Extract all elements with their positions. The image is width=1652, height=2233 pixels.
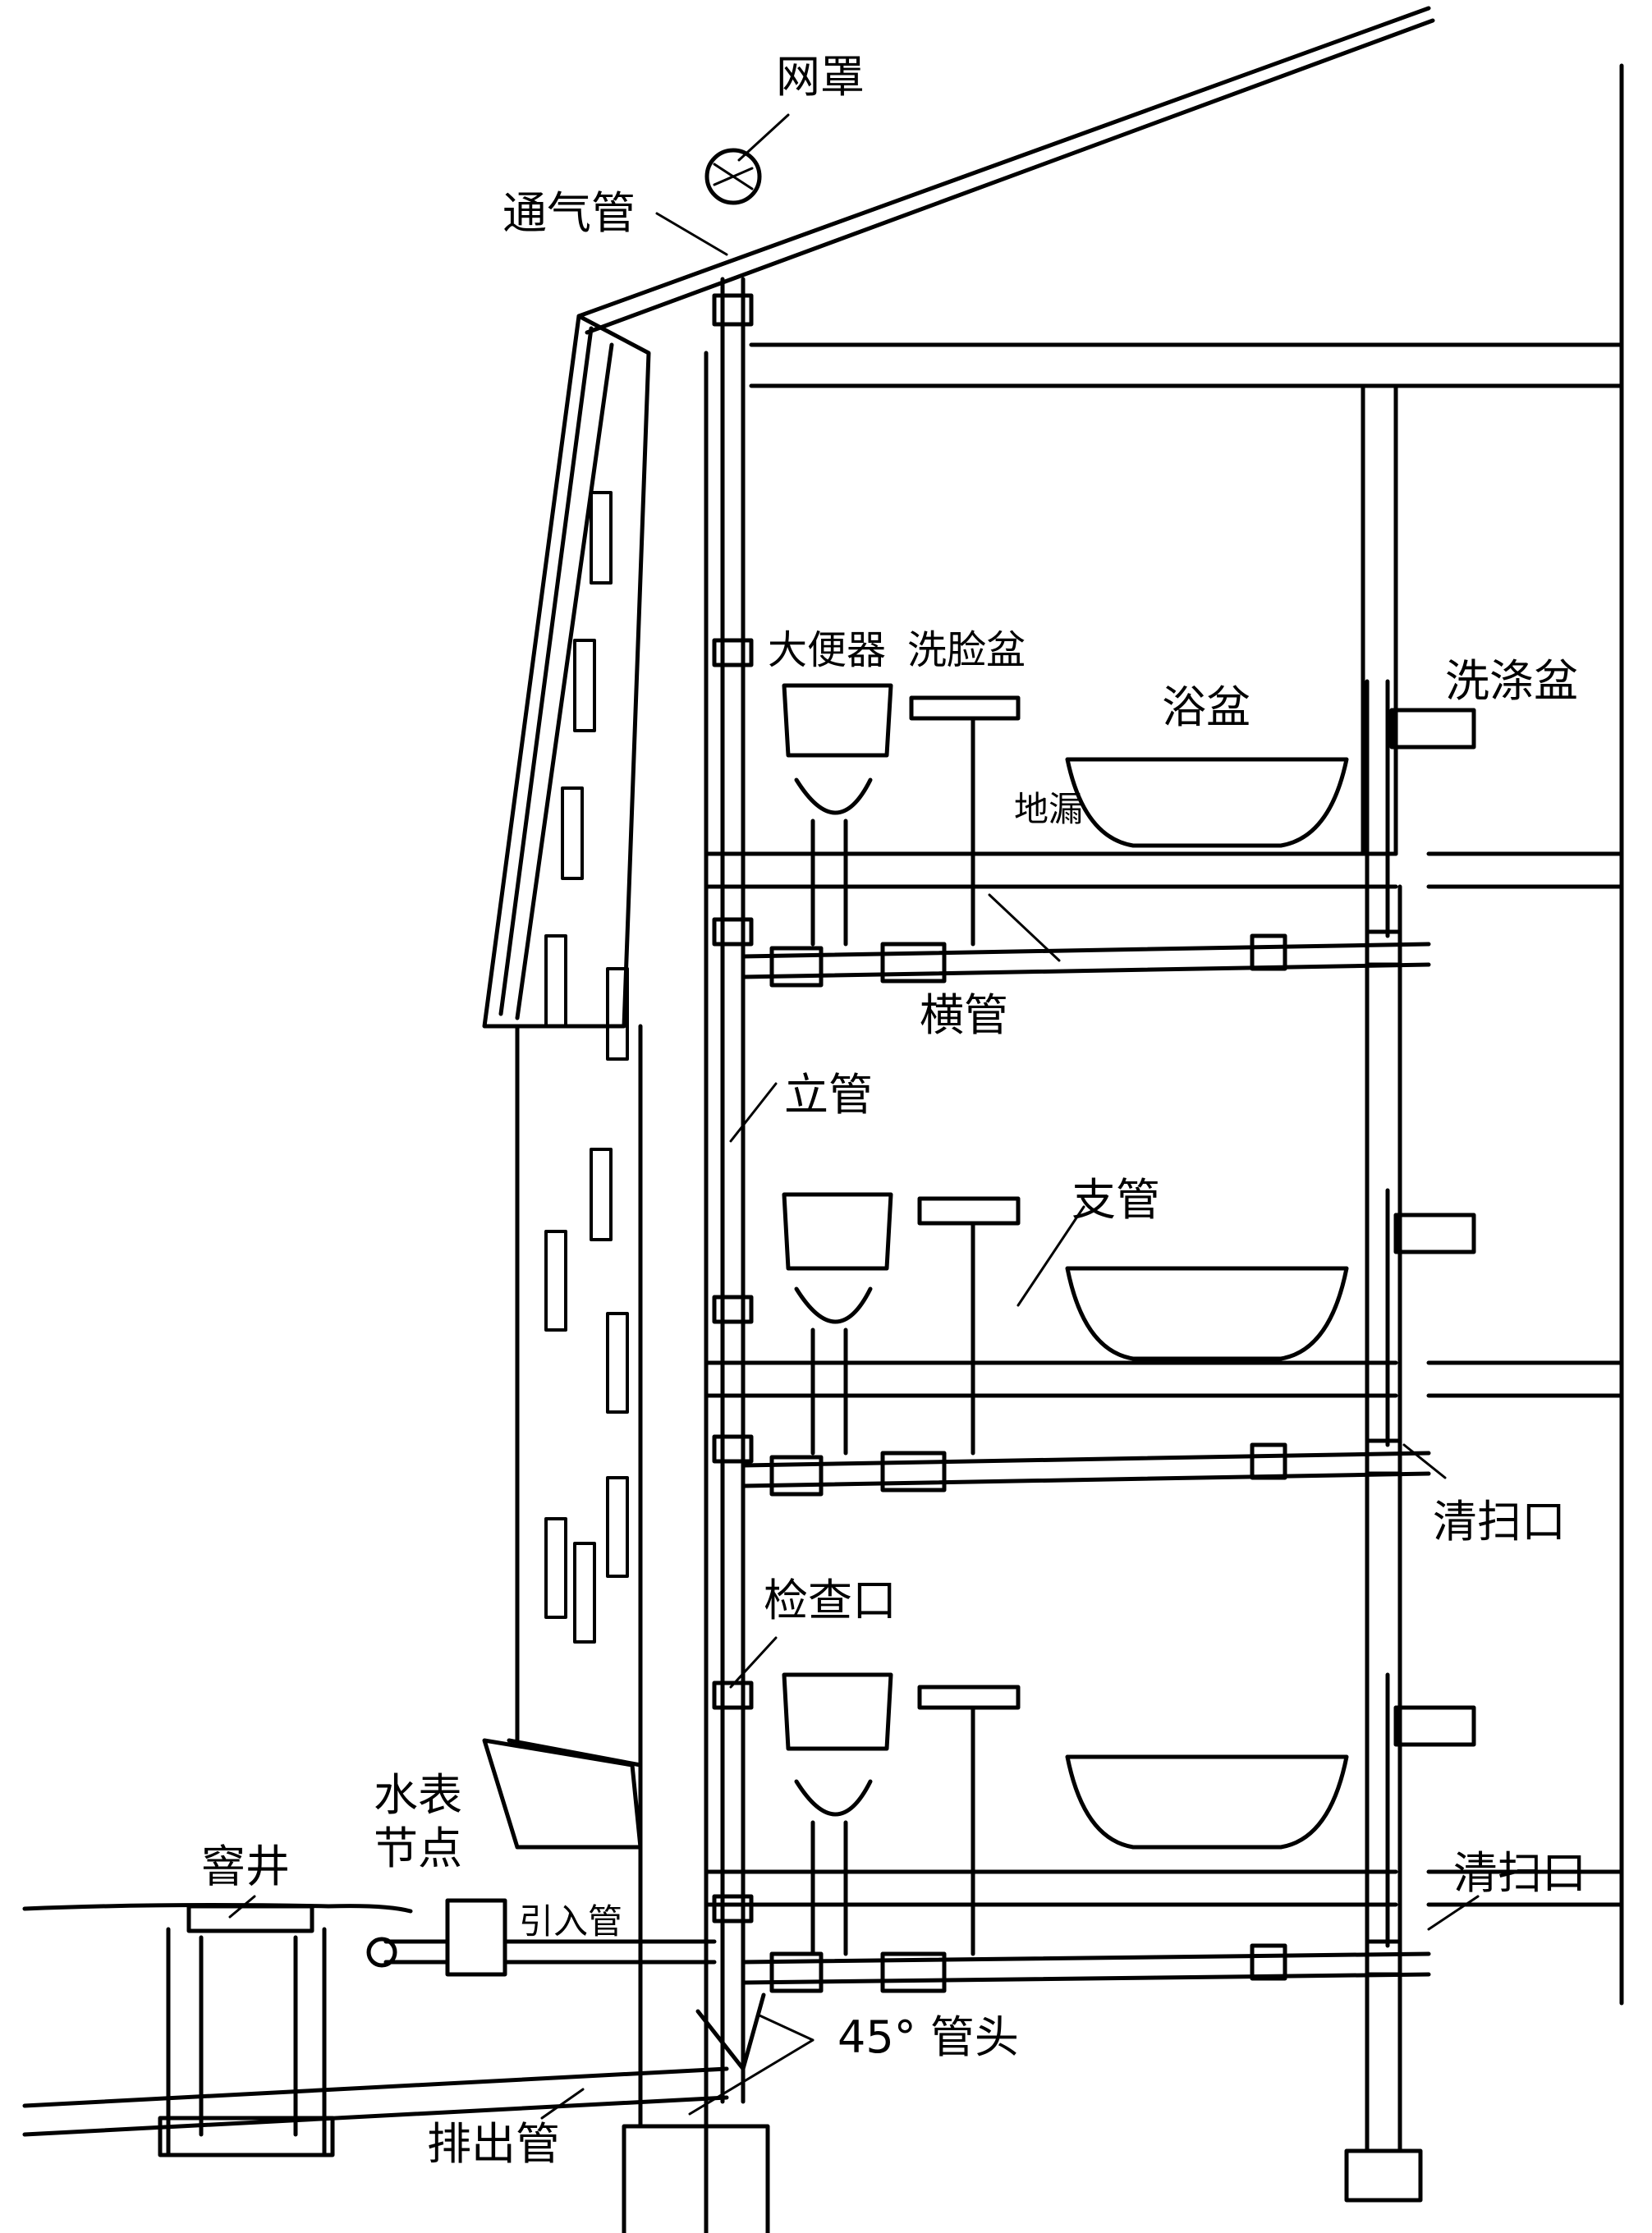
roof-line	[576, 6, 1435, 335]
label-meter-line1: 水表	[374, 1769, 462, 1821]
floor-slabs	[704, 851, 1624, 1907]
label-inlet-pipe: 引入管	[519, 1901, 622, 1942]
label-outlet-pipe: 排出管	[427, 2118, 560, 2170]
manhole	[22, 1903, 413, 2157]
water-meter-node	[366, 1898, 717, 1977]
facade-windows	[544, 491, 629, 1644]
label-net-cap: 网罩	[776, 51, 865, 103]
label-horizontal-pipe: 横管	[920, 989, 1008, 1041]
bathtubs	[1065, 757, 1349, 1850]
label-branch-pipe: 支管	[1072, 1174, 1160, 1226]
label-bathtub: 浴盆	[1162, 681, 1250, 733]
riser-stack	[712, 277, 754, 2104]
label-cleanout-1: 清扫口	[1433, 1496, 1566, 1548]
riser-footing	[622, 2124, 770, 2233]
label-sink: 洗涤盆	[1445, 655, 1578, 707]
outlet-pipe	[22, 1992, 766, 2137]
label-vent-pipe: 通气管	[502, 187, 636, 239]
building-facade	[482, 314, 651, 1029]
label-elbow-45: 45° 管头	[837, 2011, 1019, 2063]
washbasins	[909, 695, 1021, 1956]
label-meter-line2: 节点	[374, 1823, 462, 1874]
attic-post	[1361, 383, 1398, 856]
leader-lines	[228, 113, 1480, 2120]
label-washbasin: 洗脸盆	[907, 627, 1026, 673]
toilets	[782, 683, 893, 1956]
attic-beam	[749, 342, 1624, 388]
label-inspection-port: 检查口	[764, 1575, 897, 1626]
sinks	[1365, 679, 1476, 1948]
facade-edge	[498, 326, 614, 1020]
horizontal-drains	[741, 929, 1431, 1993]
facade-sill	[482, 1738, 643, 1850]
label-floor-drain: 地漏	[1014, 789, 1083, 829]
vent-cap-ball	[704, 148, 762, 205]
label-toilet: 大便器	[768, 627, 886, 673]
label-manhole: 窨井	[201, 1841, 290, 1892]
structural-column	[1344, 884, 1423, 2203]
label-riser: 立管	[784, 1069, 873, 1121]
label-cleanout-2: 清扫口	[1453, 1847, 1586, 1899]
